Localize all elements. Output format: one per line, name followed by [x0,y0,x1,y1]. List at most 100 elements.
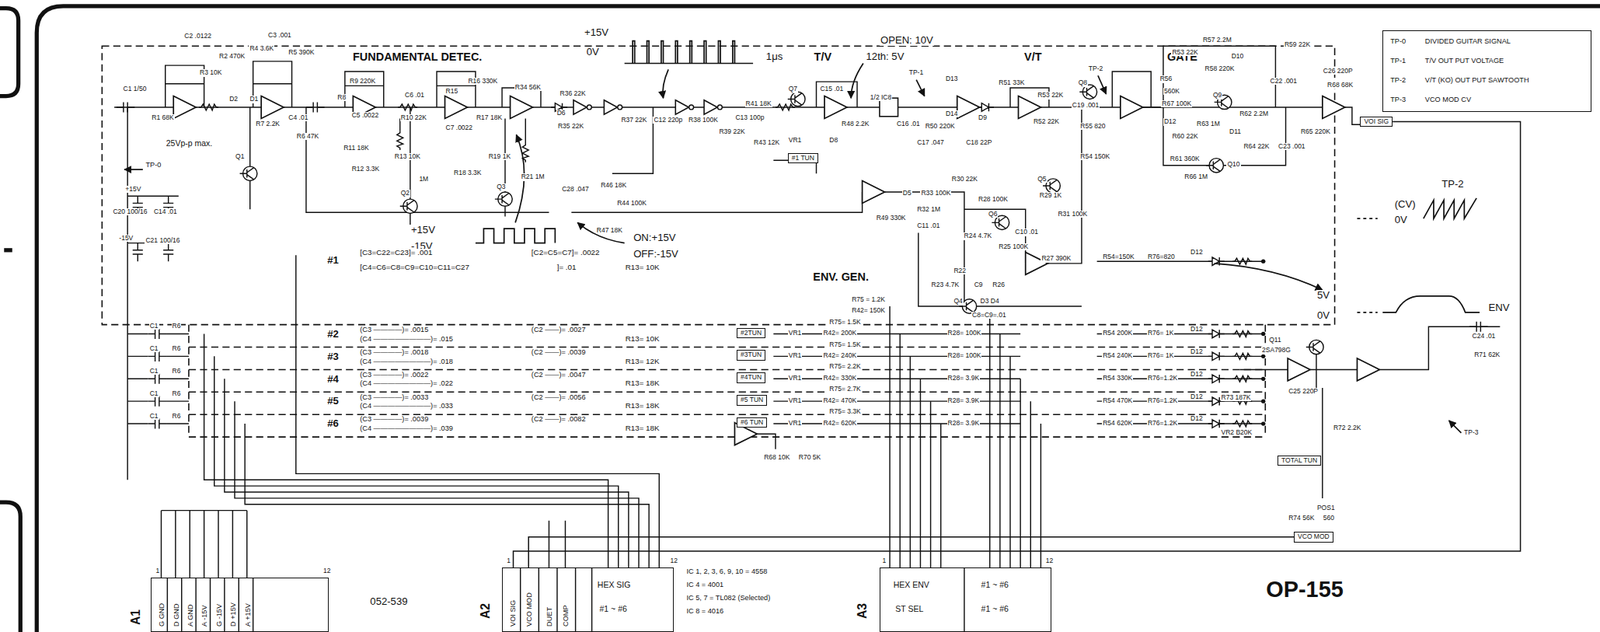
component-label: R12 3.3K [351,165,381,173]
component-label: R50 220K [924,122,956,130]
component-label: VR1 [787,136,803,144]
component-label: R32 1M [916,205,942,213]
component-label: Q3 [495,183,506,191]
heading-text: #1 [326,254,340,266]
component-label: VR1 [787,397,803,405]
component-label: R34 56K [514,83,542,91]
level-line [1356,218,1377,313]
dashed-border [101,45,1335,325]
component-label: TP-0 [144,160,162,169]
component-label: 1 [505,557,512,565]
heading-text: OP-155 [1265,577,1345,603]
component-label: DUET [545,606,554,628]
section-borders [101,45,1335,437]
component-label: D8 [828,136,839,144]
component-label: D9 [977,114,988,122]
component-label: 12 [669,557,678,565]
diode-symbol [1208,352,1225,361]
component-label: R6 [171,322,182,330]
heading-text: #6 [326,418,340,429]
component-label: VR1 [787,352,803,360]
component-label: 560K [1163,87,1181,95]
component-label: Q5 [1036,175,1047,183]
component-label: (C4 ————————)= .022 [359,379,454,387]
component-label: R42= 330K [822,374,858,382]
component-label: C1 [149,367,160,375]
component-label: R76=820 [1146,253,1176,261]
component-label: R75= 1.5K [828,318,862,326]
component-label: R53 22K [1036,91,1064,99]
diode-symbol [1208,374,1225,384]
resistor-symbol [397,104,418,111]
tune-box: #4TUN [736,372,766,383]
frame-line [36,6,1600,632]
note-arrow [124,168,143,171]
component-label: IC 8 = 4016 [685,606,725,615]
component-label: #2TUN [740,329,762,337]
component-label: IC 1, 2, 3, 6, 9, 10 = 4558 [685,567,768,576]
note-arrow [1449,420,1462,433]
component-label: R42= 620K [822,419,858,427]
component-label: R42= 240K [822,352,858,360]
component-label: R39 22K [718,128,746,136]
component-label: D11 [1228,128,1242,136]
component-label: R68 68K [1326,81,1354,89]
component-label: R6 [171,390,182,398]
component-label: 0V [585,46,600,58]
junction-dot [1261,376,1266,381]
component-label: VOI SIG [508,599,517,628]
component-label: +15V [124,185,142,193]
component-label: C11 .01 [916,222,941,230]
gate-symbol [603,100,622,115]
component-label: (C3 ————)= .0022 [359,370,429,379]
component-label: R52 22K [1032,118,1060,126]
components [116,84,1600,446]
heading-text: ENV. GEN. [812,271,870,284]
component-label: C15 .01 [819,85,844,93]
component-label: D14 [944,110,959,118]
component-label: R58 220K [1204,65,1236,73]
component-label: C7 .0022 [445,124,475,132]
component-label: #5 TUN [740,396,764,404]
wire [306,107,1082,307]
component-label: R63 1M [1195,120,1221,128]
component-label: R3 10K [198,69,223,77]
wire-line [513,121,1521,568]
component-label: R29 1K [1038,191,1063,199]
capacitor-symbol [147,396,167,407]
pin-divider [520,567,593,632]
component-label: R9 220K [348,77,377,85]
component-label: VR2 B20K [1220,428,1254,436]
component-label: 12th: 5V [865,51,906,63]
note-arrow [662,69,669,98]
opamp-symbol [1287,358,1311,381]
component-label: (C2 ——)= .0039 [530,348,587,356]
component-label: D1 [248,95,259,103]
component-label: (C2 ——)= .0056 [530,393,587,401]
component-label: R54=150K [1101,253,1135,261]
component-label: ST SEL [894,604,924,614]
component-label: R67 100K [1160,100,1193,108]
opamp-symbol [510,96,534,119]
component-label: VCO MOD [1297,533,1330,541]
component-label: (C3 ————)= .0033 [359,393,429,401]
component-label: C13 100p [734,114,765,122]
component-label: R51 33K [997,79,1025,87]
component-label: R42= 150K [850,306,886,314]
note-arrow [1214,263,1323,290]
component-label: #1 ~ #6 [980,604,1010,614]
component-label: D13 [944,75,959,83]
component-label: R76=1.2K [1146,419,1179,427]
component-label: R1 68K [150,114,175,122]
component-label: (C3 ————)= .0015 [359,325,429,334]
component-label: 25Vp-p max. [165,139,214,149]
transistor-symbol [1079,84,1097,99]
wires [114,45,1500,578]
junction-dot [1261,354,1266,359]
component-label: R75= 2.7K [828,385,862,393]
wire [250,107,527,225]
component-label: D12 [1189,370,1204,378]
connector-block: A3HEX ENVST SEL#1 ~ #6#1 ~ #6 [879,567,1052,632]
component-label: TP-0 [1389,37,1407,46]
